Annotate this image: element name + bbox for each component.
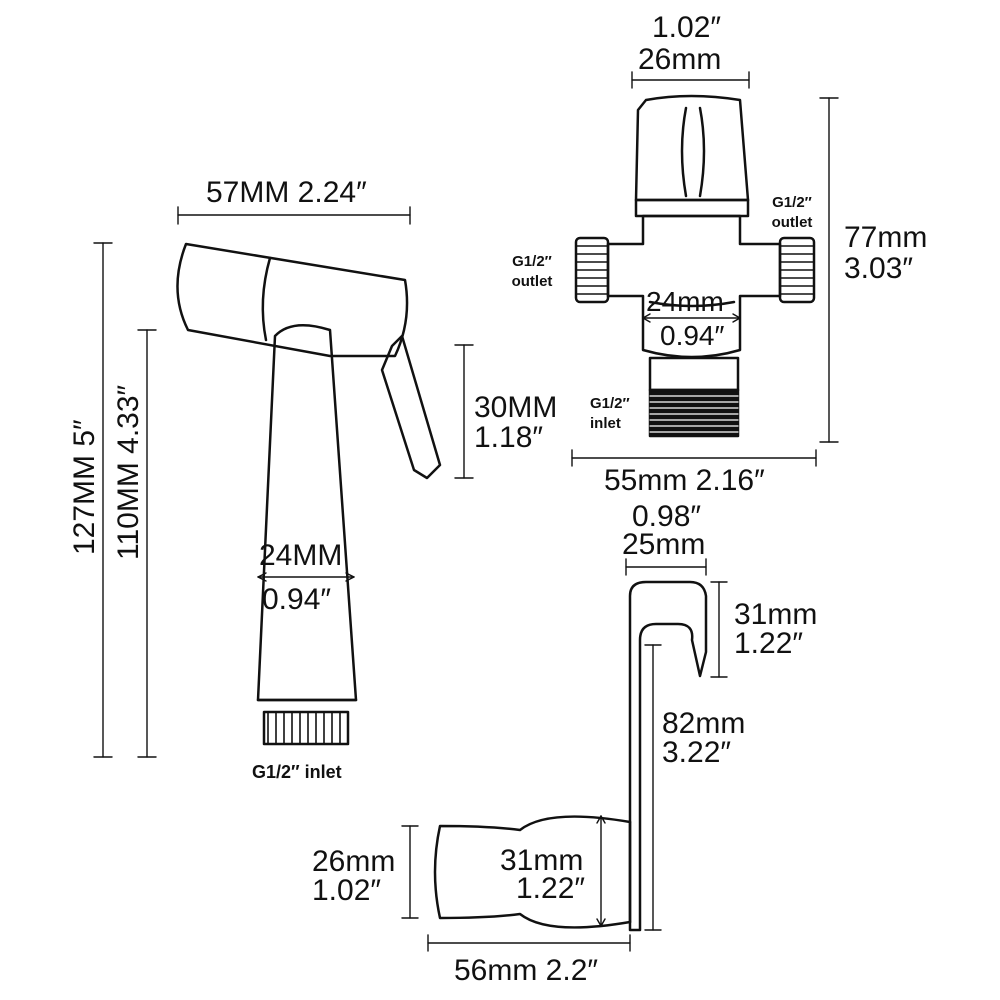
valve-left-outlet-label: G1/2″ outlet (511, 253, 553, 290)
holder-drawing (433, 580, 708, 932)
holder-hook-width-mm: 25mm (622, 528, 706, 561)
sprayer-trigger-height-in: 1.18″ (474, 421, 544, 454)
valve-right-outlet-label: G1/2″ outlet (771, 194, 813, 231)
valve-collar (634, 198, 750, 218)
valve-top-width-in: 1.02″ (652, 11, 722, 44)
valve-height-mm: 77mm (844, 221, 928, 254)
holder-height-mm: 82mm (662, 707, 746, 740)
valve-body-neck (648, 300, 736, 308)
valve-top-width-mm: 26mm (638, 43, 722, 76)
valve-cap (634, 94, 750, 202)
sprayer-drawing (176, 242, 442, 746)
valve-inlet-label: G1/2″ inlet (590, 395, 630, 432)
holder-hook-width-in: 0.98″ (632, 500, 702, 533)
sprayer-thread (262, 710, 350, 746)
sprayer-width-label: 57MM 2.24″ (206, 176, 367, 209)
sprayer-body-height-label: 110MM 4.33″ (112, 384, 145, 560)
valve-body-width-in: 0.94″ (660, 320, 725, 351)
sprayer-head-ring (261, 256, 272, 342)
sprayer-thread-lines (267, 711, 341, 745)
holder-bracket (628, 580, 708, 932)
valve-height-in: 3.03″ (844, 252, 914, 285)
sprayer-grip (256, 323, 358, 702)
holder-hook-depth-mm: 31mm (734, 598, 818, 631)
valve-right-thread-lines (779, 245, 815, 295)
holder-depth-label: 56mm 2.2″ (454, 954, 599, 987)
valve-total-width-label: 55mm 2.16″ (604, 464, 765, 497)
holder-cradle-outer-in: 1.02″ (312, 874, 382, 907)
sprayer-diameter-mm: 24MM (259, 539, 343, 572)
valve-left-thread-lines (575, 245, 609, 295)
valve-stem (648, 356, 740, 392)
valve-body-width-mm: 24mm (646, 286, 724, 317)
valve-dimension-lines (571, 71, 839, 467)
valve-inlet-thread-lines (649, 395, 739, 433)
sprayer-diameter-in: 0.94″ (262, 583, 332, 616)
sprayer-dimension-lines (93, 206, 474, 758)
holder-hook-depth-in: 1.22″ (734, 627, 804, 660)
holder-height-in: 3.22″ (662, 736, 732, 769)
holder-cradle-inner-in: 1.22″ (516, 872, 586, 905)
valve-inlet-thread (648, 388, 740, 438)
holder-cradle-inner-mm: 31mm (500, 844, 584, 877)
holder-cradle-outer-mm: 26mm (312, 845, 396, 878)
sprayer-inlet-label: G1/2″ inlet (252, 762, 342, 782)
holder-dimension-lines (401, 558, 728, 952)
valve-drawing (574, 94, 816, 438)
holder-cradle (433, 815, 632, 929)
sprayer-trigger (380, 334, 442, 480)
valve-cap-facets (680, 106, 706, 198)
sprayer-head (176, 242, 409, 358)
sprayer-trigger-height-mm: 30MM (474, 391, 558, 424)
sprayer-total-height-label: 127MM 5″ (68, 419, 101, 555)
